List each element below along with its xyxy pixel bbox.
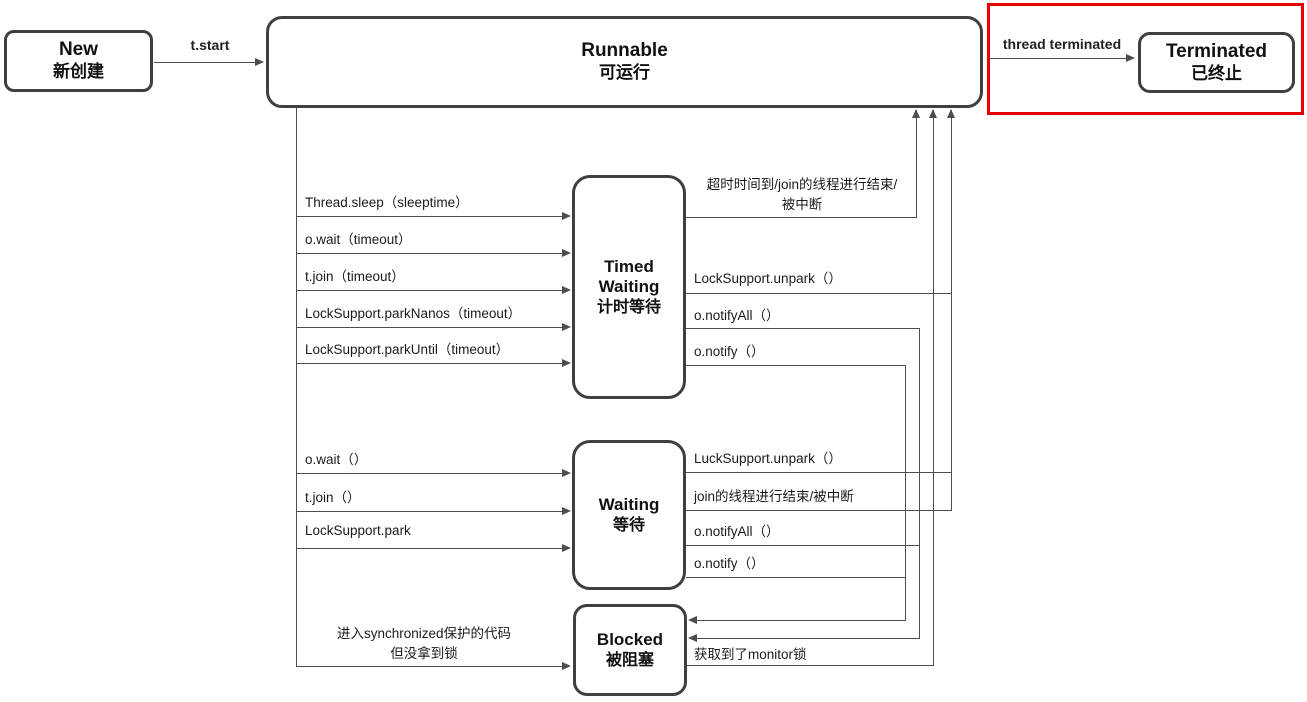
node-new-subtitle: 新创建 [53,62,104,82]
label-owait: o.wait（） [305,452,368,467]
label-timeout-line2: 被中断 [781,197,823,212]
edge-tw-notify-line [686,365,906,367]
edge-runnable-terminated-line [988,58,1126,60]
arrowhead-parknanos [562,323,571,331]
label-t-start: t.start [190,37,230,53]
arrowhead-monitor-up [929,109,937,118]
label-tjoin-timeout: t.join（timeout） [305,269,405,284]
edge-blocked-in2-line [697,638,920,640]
arrowhead-blocked-in2 [688,634,697,642]
node-new: New 新创建 [4,30,153,92]
edge-parknanos-line [296,327,562,329]
arrowhead-sleep [562,212,571,220]
edge-monitor-line [687,665,934,667]
label-w-notifyall: o.notifyAll（） [694,524,780,539]
edge-tjoin-line [296,511,562,513]
label-w-unpark: LuckSupport.unpark（） [694,451,842,466]
edge-unpark-trunk-vertical [951,110,953,511]
arrowhead-owait-timeout [562,249,571,257]
node-runnable-title: Runnable [581,40,668,62]
node-blocked-subtitle: 被阻塞 [605,651,654,669]
arrowhead-timeout-up [912,109,920,118]
node-terminated-subtitle: 已终止 [1191,63,1242,83]
arrowhead-blocked-in1 [688,616,697,624]
label-tjoin: t.join（） [305,490,361,505]
node-timed-waiting: Timed Waiting 计时等待 [572,175,686,399]
label-timeout-line1: 超时时间到/join的线程进行结束/ [706,177,898,192]
edge-park-line [296,548,562,550]
terminated-highlight-box [987,3,1304,115]
label-owait-timeout: o.wait（timeout） [305,232,412,247]
edge-parkuntil-line [296,363,562,365]
arrowhead-owait [562,469,571,477]
node-runnable: Runnable 可运行 [266,16,983,108]
node-waiting-subtitle: 等待 [612,516,645,534]
label-thread-sleep: Thread.sleep（sleeptime） [305,195,469,210]
edge-owait-line [296,473,562,475]
arrowhead-tjoin [562,507,571,515]
arrowhead-parkuntil [562,359,571,367]
arrowhead-synchronized [562,662,571,670]
label-monitor-lock: 获取到了monitor锁 [694,647,807,662]
label-locksupport-park: LockSupport.park [305,523,411,538]
label-parkuntil: LockSupport.parkUntil（timeout） [305,342,510,357]
edge-timeout-vertical [916,110,918,218]
edge-sleep-line [296,216,562,218]
node-timed-waiting-subtitle: 计时等待 [596,298,661,316]
label-tw-unpark: LockSupport.unpark（） [694,271,842,286]
label-w-joinend: join的线程进行结束/被中断 [694,489,854,504]
label-thread-terminated: thread terminated [1002,36,1122,52]
label-synchronized-line1: 进入synchronized保护的代码 [336,626,512,641]
edge-w-notifyall-line [686,545,920,547]
edge-owait-timeout-line [296,253,562,255]
node-timed-waiting-title2: Waiting [598,277,660,297]
arrowhead-park [562,544,571,552]
label-timeout: 超时时间到/join的线程进行结束/ 被中断 [686,175,918,215]
edge-w-unpark-line [686,472,952,474]
edge-notify-vertical [905,365,907,621]
label-parknanos: LockSupport.parkNanos（timeout） [305,306,522,321]
label-tw-notifyall: o.notifyAll（） [694,308,780,323]
node-terminated-title: Terminated [1165,40,1267,62]
edge-timeout-line [686,217,917,219]
node-timed-waiting-title1: Timed [604,257,654,277]
arrowhead-new-runnable [255,58,264,66]
edge-w-notify-line [686,577,906,579]
edge-tw-notifyall-line [686,328,920,330]
edge-tw-unpark-line [686,293,952,295]
arrowhead-unpark-up [947,109,955,118]
edge-w-joinend-line [686,510,952,512]
node-terminated: Terminated 已终止 [1138,32,1295,93]
label-synchronized-line2: 但没拿到锁 [390,646,458,661]
node-waiting-title: Waiting [598,495,660,515]
label-w-notify: o.notify（） [694,556,765,571]
edge-tjoin-timeout-line [296,290,562,292]
node-runnable-subtitle: 可运行 [599,63,650,83]
edge-new-runnable-line [154,62,255,64]
node-new-title: New [58,39,99,61]
edge-left-trunk [296,108,298,667]
edge-blocked-in1-line [697,620,906,622]
label-tw-notify: o.notify（） [694,344,765,359]
arrowhead-tjoin-timeout [562,286,571,294]
label-synchronized: 进入synchronized保护的代码 但没拿到锁 [298,624,550,664]
node-blocked: Blocked 被阻塞 [573,604,687,696]
node-blocked-title: Blocked [596,630,664,650]
edge-monitor-vertical [933,110,935,666]
node-waiting: Waiting 等待 [572,440,686,590]
edge-notifyall-vertical [919,328,921,639]
edge-synchronized-line [296,666,562,668]
arrowhead-runnable-terminated [1126,54,1135,62]
